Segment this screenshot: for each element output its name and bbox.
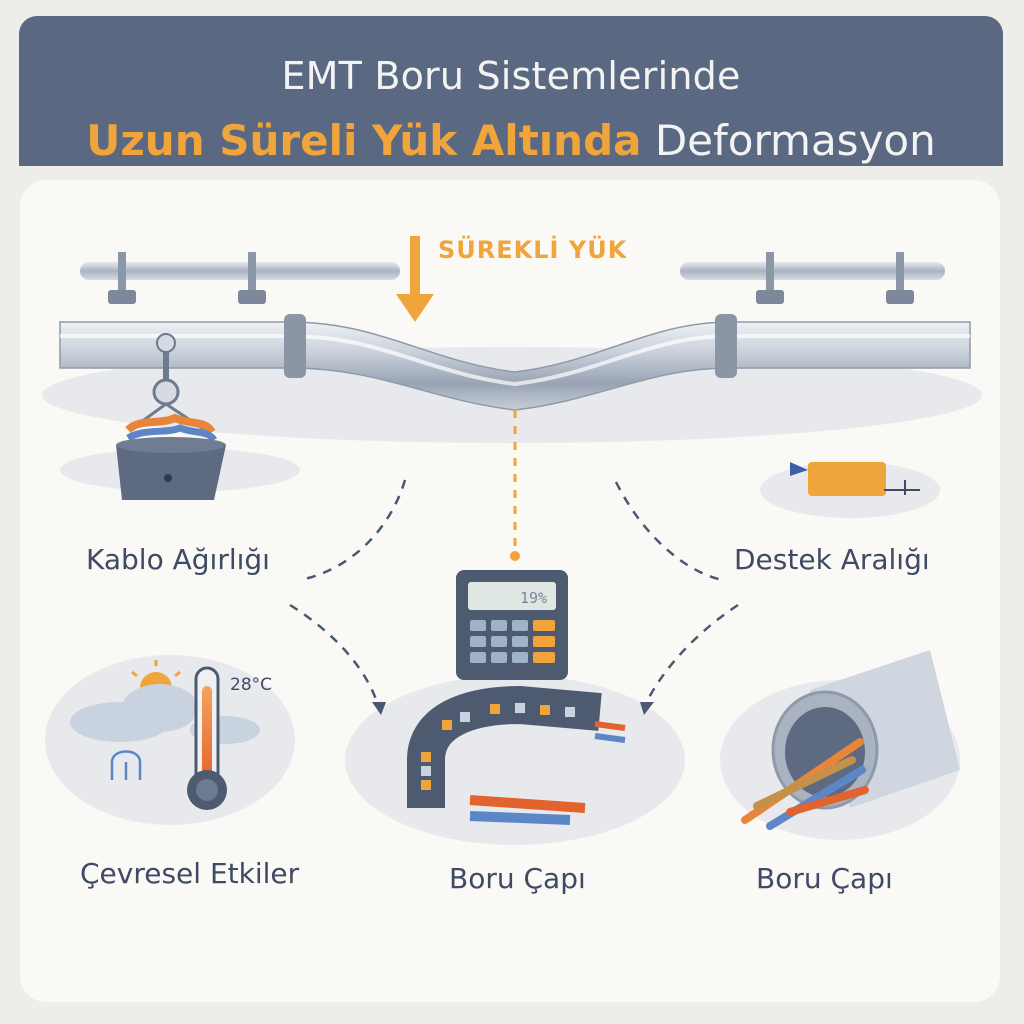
cable-drag-chain-icon — [407, 685, 626, 825]
cloud-icon — [70, 684, 260, 744]
title-rest: Deformasyon — [654, 116, 936, 165]
title-line-2: Uzun Süreli Yük Altında Deformasyon — [19, 116, 1003, 165]
pipe-coupling-right — [715, 314, 737, 378]
support-rail-left — [80, 252, 400, 304]
temperature-reading: 28°C — [230, 675, 273, 695]
cable-weight-bucket-icon — [116, 333, 226, 500]
label-pipe-diameter-right: Boru Çapı — [756, 862, 893, 895]
title-line-1: EMT Boru Sistemlerinde — [281, 54, 741, 98]
load-label: SÜREKLİ YÜK — [438, 236, 628, 264]
label-cable-weight: Kablo Ağırlığı — [86, 543, 270, 576]
arrow-heads — [372, 702, 654, 715]
label-pipe-diameter-center: Boru Çapı — [449, 862, 586, 895]
pipe-coupling-left — [284, 314, 306, 378]
support-rail-right — [680, 252, 945, 304]
load-arrow-icon — [396, 236, 434, 322]
humidity-icon — [110, 750, 142, 780]
support-spacing-icon — [790, 462, 920, 496]
thermometer-icon — [187, 666, 227, 810]
pipe-cross-section-icon — [741, 650, 960, 830]
label-support-spacing: Destek Aralığı — [734, 543, 930, 576]
calculator-display: 19% — [520, 589, 548, 607]
header-banner: EMT Boru Sistemlerinde Uzun Süreli Yük A… — [19, 16, 1003, 166]
dashed-flow-arrows — [289, 479, 739, 706]
calculator-icon — [456, 570, 568, 680]
label-environmental: Çevresel Etkiler — [80, 857, 300, 890]
title-accent: Uzun Süreli Yük Altında — [86, 116, 642, 165]
